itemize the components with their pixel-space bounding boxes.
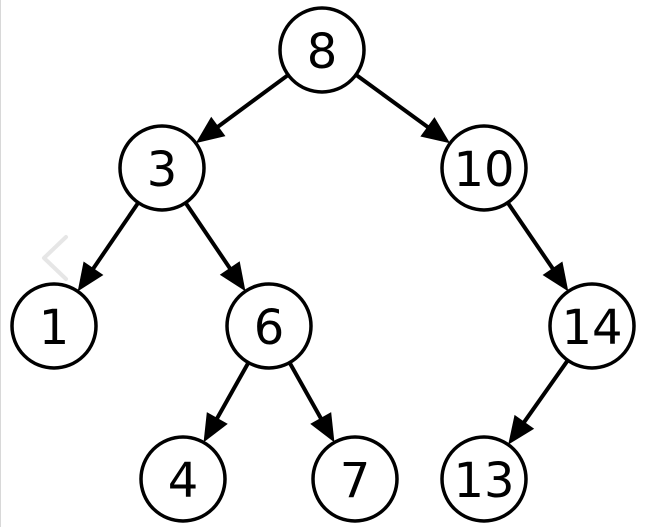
edge-line	[521, 359, 570, 425]
node-label: 6	[254, 300, 285, 356]
arrowhead-icon	[195, 116, 226, 144]
tree-node-13: 13	[440, 435, 528, 523]
tree-edge-10-14	[506, 201, 569, 292]
node-label: 1	[39, 300, 70, 356]
node-label: 13	[453, 453, 514, 509]
tree-edge-14-13	[508, 359, 570, 445]
node-circle	[548, 282, 636, 370]
left-border	[0, 0, 1, 527]
arrowhead-icon	[77, 261, 104, 292]
node-circle	[311, 435, 399, 523]
edge-line	[215, 73, 290, 130]
node-label: 10	[453, 142, 514, 198]
edge-line	[287, 361, 324, 421]
node-label: 14	[561, 300, 622, 356]
arrowhead-icon	[203, 412, 228, 443]
node-circle	[440, 435, 528, 523]
edge-line	[354, 73, 431, 130]
tree-node-10: 10	[440, 124, 528, 212]
tree-edges	[77, 73, 570, 445]
node-circle	[440, 124, 528, 212]
node-label: 4	[168, 453, 199, 509]
tree-edge-3-1	[77, 201, 140, 292]
tree-edge-3-6	[183, 201, 246, 292]
tree-node-8: 8	[278, 6, 366, 94]
chevron-left-icon[interactable]	[38, 233, 72, 283]
tree-node-4: 4	[139, 435, 227, 523]
tree-nodes: 8 3 10 1 6 14 4 7 13	[10, 6, 636, 523]
node-circle	[10, 282, 98, 370]
edge-line	[506, 201, 556, 271]
arrowhead-icon	[310, 412, 335, 443]
tree-edge-6-4	[203, 361, 251, 443]
tree-node-6: 6	[225, 282, 313, 370]
node-label: 7	[340, 453, 371, 509]
arrowhead-icon	[219, 261, 246, 292]
arrowhead-icon	[420, 117, 451, 144]
edge-line	[214, 361, 251, 421]
node-label: 8	[307, 24, 338, 80]
node-circle	[118, 124, 206, 212]
edge-line	[183, 201, 233, 271]
node-circle	[278, 6, 366, 94]
tree-node-14: 14	[548, 282, 636, 370]
tree-node-1: 1	[10, 282, 98, 370]
tree-edge-8-10	[354, 73, 451, 144]
tree-edge-6-7	[287, 361, 335, 443]
edge-line	[90, 201, 140, 271]
tree-edge-8-3	[195, 73, 290, 144]
tree-node-3: 3	[118, 124, 206, 212]
arrowhead-icon	[542, 261, 569, 292]
node-label: 3	[147, 142, 178, 198]
node-circle	[139, 435, 227, 523]
arrowhead-icon	[508, 414, 535, 445]
node-circle	[225, 282, 313, 370]
tree-node-7: 7	[311, 435, 399, 523]
